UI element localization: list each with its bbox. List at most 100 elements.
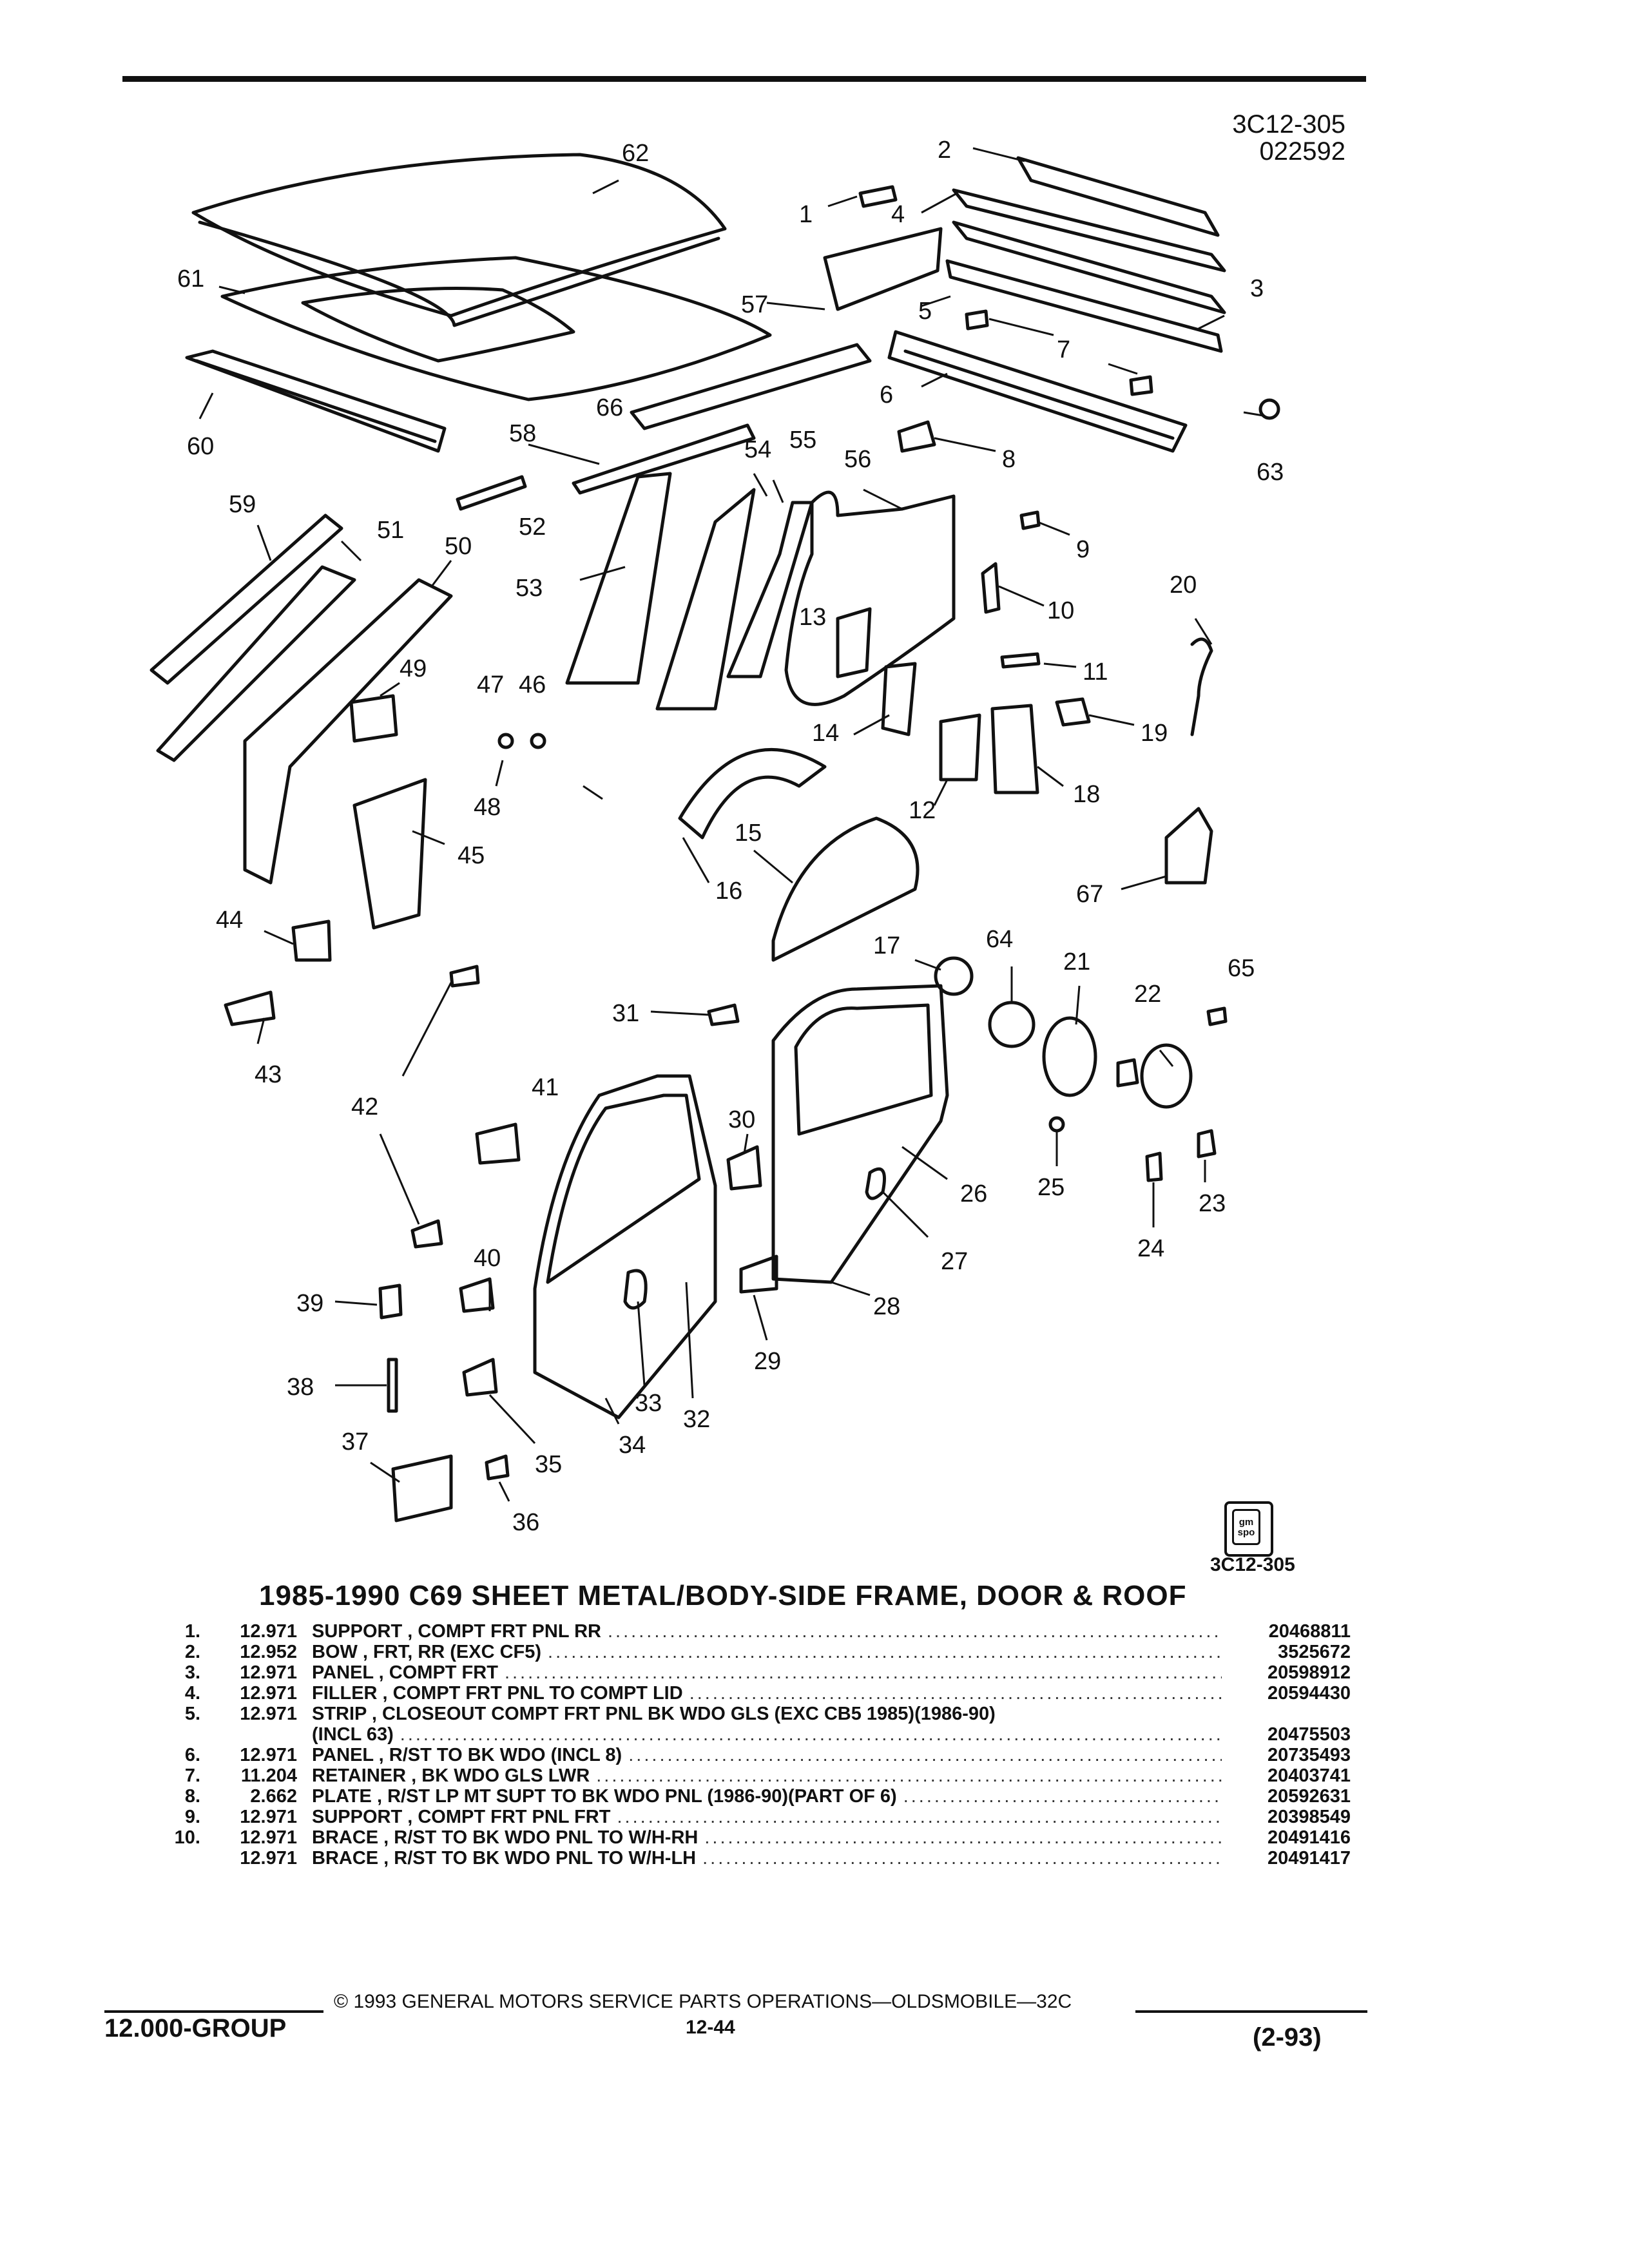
part-item-number: 3. [184, 1662, 200, 1683]
part-description: PANEL , R/ST TO BK WDO (INCL 8) [312, 1745, 622, 1765]
callout-28: 28 [873, 1293, 900, 1320]
footer-page-number: 12-44 [686, 2017, 735, 2038]
callout-16: 16 [715, 878, 742, 905]
callout-49: 49 [400, 655, 427, 682]
callout-33: 33 [635, 1390, 662, 1417]
part-group-code: 12.971 [240, 1745, 297, 1765]
part-number: 3525672 [1278, 1642, 1351, 1662]
leader-dots [394, 1724, 1222, 1745]
callout-37: 37 [342, 1428, 369, 1456]
callout-60: 60 [187, 433, 214, 460]
callout-17: 17 [873, 932, 900, 959]
part-description-cell: RETAINER , BK WDO GLS LWR [312, 1765, 1222, 1786]
callout-14: 14 [812, 720, 839, 747]
callout-31: 31 [612, 1000, 639, 1027]
part-item-number: 8. [184, 1786, 200, 1807]
callout-63: 63 [1257, 459, 1284, 486]
callout-38: 38 [287, 1374, 314, 1401]
part-number: 20491416 [1267, 1827, 1351, 1848]
parts-row: 12.971 BRACE , R/ST TO BK WDO PNL TO W/H… [152, 1848, 1351, 1869]
callout-13: 13 [799, 604, 826, 631]
part-group-code: 12.971 [240, 1621, 297, 1642]
callout-24: 24 [1137, 1235, 1164, 1262]
leader-dots [498, 1662, 1222, 1683]
parts-row: 9. 12.971 SUPPORT , COMPT FRT PNL FRT 20… [152, 1807, 1351, 1827]
callout-11: 11 [1083, 658, 1108, 686]
part-number: 20398549 [1267, 1807, 1351, 1827]
ref-date: 022592 [1259, 137, 1345, 166]
part-item-number: 9. [184, 1807, 200, 1827]
callout-43: 43 [255, 1061, 282, 1088]
footer-copyright: © 1993 GENERAL MOTORS SERVICE PARTS OPER… [334, 1991, 1072, 2012]
callout-25: 25 [1037, 1174, 1065, 1201]
ref-code: 3C12-305 [1232, 110, 1345, 139]
callout-3: 3 [1250, 275, 1264, 302]
callout-labels: 1 2 3 4 5 6 7 8 9 10 11 12 13 14 15 16 1… [177, 137, 1284, 1536]
parts-row-continued: (INCL 63) 20475503 [152, 1724, 1351, 1745]
page-title: 1985-1990 C69 SHEET METAL/BODY-SIDE FRAM… [259, 1580, 1187, 1611]
part-group-code: 2.662 [250, 1786, 297, 1807]
part-description-cell: SUPPORT , COMPT FRT PNL FRT [312, 1807, 1222, 1827]
callout-1: 1 [799, 201, 813, 228]
callout-19: 19 [1141, 720, 1168, 747]
parts-list: 1. 12.971 SUPPORT , COMPT FRT PNL RR 204… [152, 1621, 1351, 1869]
parts-row: 7. 11.204 RETAINER , BK WDO GLS LWR 2040… [152, 1765, 1351, 1786]
part-number: 20468811 [1268, 1621, 1351, 1642]
part-description-cell: PLATE , R/ST LP MT SUPT TO BK WDO PNL (1… [312, 1786, 1222, 1807]
part-description-cell: (INCL 63) [312, 1724, 1222, 1745]
callout-5: 5 [918, 298, 932, 325]
leader-dots [683, 1683, 1222, 1704]
callout-57: 57 [741, 291, 768, 318]
part-description-cell: BOW , FRT, RR (EXC CF5) [312, 1642, 1222, 1662]
callout-53: 53 [516, 575, 543, 602]
callout-26: 26 [960, 1180, 987, 1207]
part-description-cell: PANEL , COMPT FRT [312, 1662, 1222, 1683]
callout-32: 32 [683, 1406, 710, 1433]
parts-row: 6. 12.971 PANEL , R/ST TO BK WDO (INCL 8… [152, 1745, 1351, 1765]
part-number: 20403741 [1267, 1765, 1351, 1786]
part-item-number: 7. [184, 1765, 200, 1786]
roof-frame-shape [220, 256, 772, 401]
leader-dots [541, 1642, 1222, 1662]
part-group-code: 12.971 [240, 1807, 297, 1827]
callout-40: 40 [474, 1245, 501, 1272]
callout-51: 51 [377, 517, 404, 544]
parts-row: 4. 12.971 FILLER , COMPT FRT PNL TO COMP… [152, 1683, 1351, 1704]
parts-row: 2. 12.952 BOW , FRT, RR (EXC CF5) 352567… [152, 1642, 1351, 1662]
parts-row: 5. 12.971 STRIP , CLOSEOUT COMPT FRT PNL… [152, 1704, 1351, 1724]
gm-spo-logo: gm spo [1224, 1501, 1273, 1557]
part-item-number: 4. [184, 1683, 200, 1704]
callout-12: 12 [909, 797, 936, 824]
callout-18: 18 [1073, 781, 1100, 808]
footer-rule-left [104, 2010, 323, 2013]
part-description-continued: (INCL 63) [312, 1724, 394, 1745]
exploded-parts-diagram: 1 2 3 4 5 6 7 8 9 10 11 12 13 14 15 16 1… [149, 137, 1284, 1536]
callout-10: 10 [1047, 597, 1074, 624]
figure-reference: 3C12-305 [1210, 1554, 1295, 1575]
callout-9: 9 [1076, 536, 1090, 563]
callout-22: 22 [1134, 981, 1161, 1008]
part-description: BRACE , R/ST TO BK WDO PNL TO W/H-LH [312, 1848, 697, 1869]
part-item-number: 10. [174, 1827, 200, 1848]
gm-spo-logo-mark: gm spo [1232, 1509, 1260, 1545]
callout-35: 35 [535, 1451, 562, 1478]
parts-row: 1. 12.971 SUPPORT , COMPT FRT PNL RR 204… [152, 1621, 1351, 1642]
callout-21: 21 [1063, 948, 1090, 975]
part-description-cell: SUPPORT , COMPT FRT PNL RR [312, 1621, 1222, 1642]
callout-52: 52 [519, 514, 546, 541]
callout-47: 47 [477, 671, 504, 698]
leader-dots [610, 1807, 1222, 1827]
callout-50: 50 [445, 533, 472, 560]
part-number: 20594430 [1267, 1683, 1351, 1704]
callout-2: 2 [938, 137, 951, 164]
part-description: SUPPORT , COMPT FRT PNL RR [312, 1621, 601, 1642]
callout-44: 44 [216, 907, 243, 934]
roof-panel-shape [191, 153, 727, 318]
part-description-cell: STRIP , CLOSEOUT COMPT FRT PNL BK WDO GL… [312, 1704, 1222, 1724]
callout-66: 66 [596, 394, 623, 421]
callout-54: 54 [744, 436, 771, 463]
part-description-cell: BRACE , R/ST TO BK WDO PNL TO W/H-LH [312, 1848, 1222, 1869]
callout-7: 7 [1057, 336, 1070, 363]
leader-dots [601, 1621, 1222, 1642]
leader-dots [696, 1848, 1222, 1869]
